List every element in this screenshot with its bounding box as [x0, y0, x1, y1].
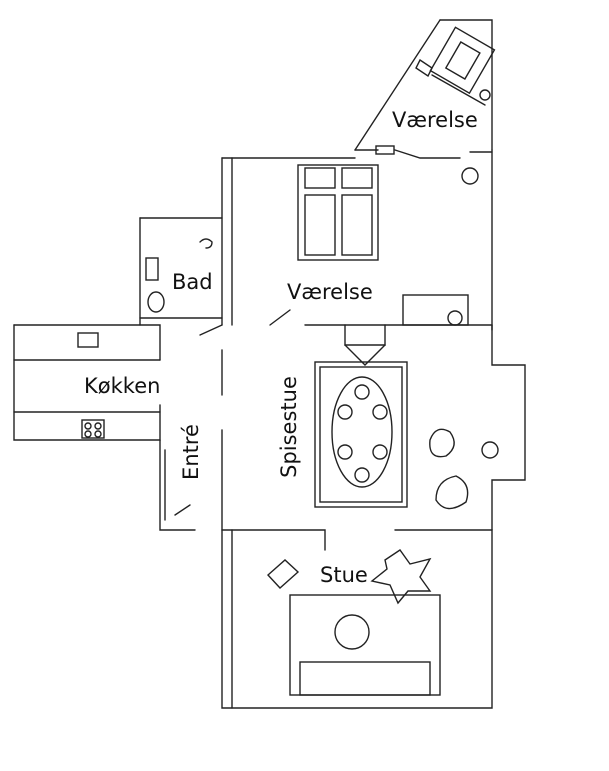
- room-kokken-walls: [13, 324, 161, 441]
- room-vaerelse-top-walls: [354, 19, 496, 331]
- label-vaerelse-main: Værelse: [287, 280, 373, 304]
- room-bad-walls: [139, 217, 223, 336]
- label-stue: Stue: [320, 563, 368, 587]
- label-vaerelse-top: Værelse: [392, 108, 478, 132]
- room-spisestue-walls: [314, 324, 526, 531]
- room-vaerelse-main-walls: [221, 157, 493, 326]
- label-kokken: Køkken: [84, 374, 161, 398]
- label-bad: Bad: [172, 270, 213, 294]
- room-stue-walls: [221, 529, 493, 709]
- label-entre: Entré: [178, 424, 203, 480]
- label-spisestue: Spisestue: [276, 376, 301, 478]
- room-entre-walls: [159, 349, 223, 531]
